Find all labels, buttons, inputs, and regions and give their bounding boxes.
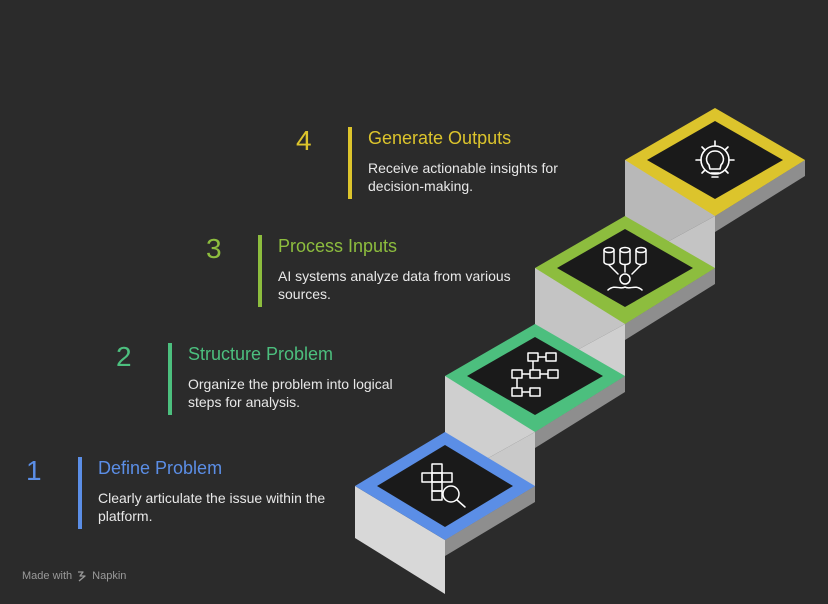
step-description: AI systems analyze data from various sou…	[278, 268, 511, 302]
step-title: Generate Outputs	[368, 128, 512, 148]
footer-brand[interactable]: Napkin	[92, 570, 127, 582]
step-number: 2	[116, 341, 132, 372]
stair-step-4	[625, 108, 805, 265]
lightbulb-gear-icon	[695, 140, 735, 178]
footer-attribution: Made with Napkin	[22, 570, 126, 582]
step-accent-bar	[168, 343, 172, 415]
step-title: Process Inputs	[278, 236, 398, 256]
step-accent-bar	[258, 235, 262, 307]
stair-step-1	[355, 432, 535, 594]
napkin-logo-icon	[78, 571, 86, 582]
step-accent-bar	[78, 457, 82, 529]
step-number: 4	[296, 125, 312, 156]
footer-prefix: Made with	[22, 570, 73, 582]
step-description: Organize the problem into logical steps …	[188, 376, 393, 410]
step-accent-bar	[348, 127, 352, 199]
step-description: Receive actionable insights for decision…	[368, 160, 558, 194]
step-description: Clearly articulate the issue within the …	[98, 490, 326, 524]
step-title: Define Problem	[98, 458, 223, 478]
step-number: 1	[26, 455, 42, 486]
step-number: 3	[206, 233, 222, 264]
step-title: Structure Problem	[188, 344, 334, 364]
flowchart-icon	[511, 352, 559, 397]
search-grid-icon	[421, 463, 466, 508]
database-process-icon	[603, 246, 647, 291]
stair-step-3	[535, 216, 715, 373]
